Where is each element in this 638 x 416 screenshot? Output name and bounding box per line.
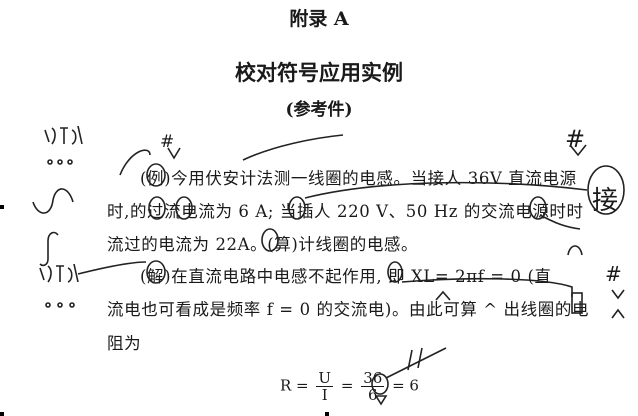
insert-caret — [435, 290, 451, 301]
caret-mark — [167, 147, 181, 160]
circle-mark — [261, 228, 279, 252]
hash-mark-1: # — [160, 132, 175, 152]
hash-mark-3: # — [605, 262, 622, 286]
page-title: 校对符号应用实例 — [235, 60, 403, 85]
circle-mark — [587, 165, 625, 215]
circle-mark — [146, 163, 166, 187]
body-line-5: 流电也可看成是频率 f = 0 的交流电)。由此可算 ^ 出线圈的电 — [107, 300, 590, 319]
circle-mark — [175, 196, 193, 220]
integral-mark-icon — [39, 231, 59, 267]
circle-mark — [371, 373, 389, 395]
transpose-mark-icon — [567, 245, 583, 256]
circle-mark — [387, 261, 403, 283]
transpose-mark-icon — [32, 188, 74, 214]
leader-line — [539, 214, 581, 230]
leader-line — [242, 134, 344, 161]
leader-line — [401, 277, 573, 297]
caret-mark — [569, 144, 587, 157]
crop-marks — [0, 205, 329, 416]
body-line-4: (解)在直流电路中电感不起作用, 即 XL= 2πf = 0 (直 — [140, 267, 552, 286]
circle-mark — [146, 260, 166, 284]
appendix-label: 附录 A — [289, 8, 349, 30]
formula-lhs: R = — [280, 376, 309, 395]
body-line-2: 时,的过流电流为 6 A; 当插人 220 V、50 Hz 的交流电源时时 — [107, 202, 584, 221]
leader-line — [119, 149, 151, 176]
handwritten-correction — [385, 347, 447, 379]
left-margin-handwriting — [39, 125, 83, 308]
formula-eq: = — [340, 376, 354, 395]
page-subtitle: (参考件) — [285, 100, 353, 120]
triangle-mark — [374, 395, 388, 406]
circle-mark — [529, 196, 547, 220]
delete-leader-line — [77, 261, 147, 275]
circle-mark — [148, 196, 166, 220]
circle-mark — [288, 196, 306, 220]
caret-mark — [611, 289, 625, 300]
body-line-6: 阻为 — [107, 334, 142, 353]
formula-result: = 6 — [392, 376, 419, 395]
insert-leader-line — [304, 181, 588, 199]
caret-mark — [611, 308, 625, 319]
box-mark — [571, 292, 583, 314]
